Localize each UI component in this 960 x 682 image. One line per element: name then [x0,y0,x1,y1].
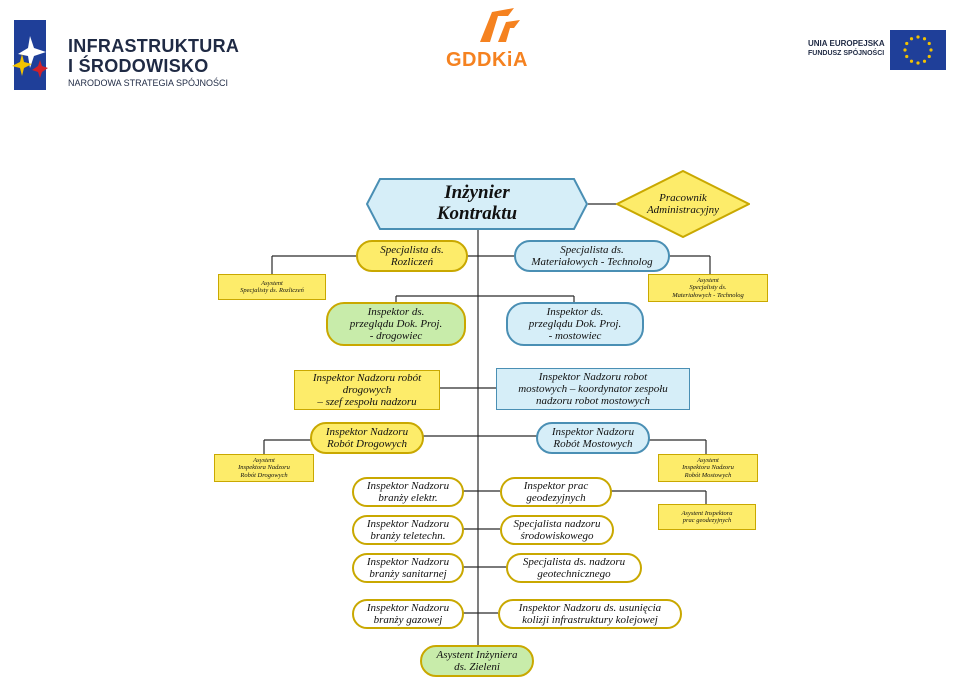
eu-flag-icon [890,30,946,70]
eu-star-icon [909,59,914,63]
stars-emblem-icon [12,20,48,90]
node-inspektor-przegladu-mostowiec: Inspektor ds.przeglądu Dok. Proj.- mosto… [506,302,644,346]
diamond-shape [616,170,750,238]
eu-star-icon [927,41,931,46]
eu-star-icon [922,59,927,63]
logo-right-line2: FUNDUSZ SPÓJNOŚCI [808,50,885,57]
infrastruktura-logo: INFRASTRUKTURA I ŚRODOWISKO NARODOWA STR… [10,14,250,94]
logo-left-line1: INFRASTRUKTURA [68,36,240,56]
eu-star-icon [927,54,931,59]
logo-left-line3: NARODOWA STRATEGIA SPÓJNOŚCI [68,78,229,88]
node-inspektor-przegladu-drogowiec: Inspektor ds.przeglądu Dok. Proj.- drogo… [326,302,466,346]
logo-right-line1: UNIA EUROPEJSKA [808,39,885,48]
hexagon-shape [366,178,588,230]
eu-star-icon [916,61,920,65]
eu-logo: UNIA EUROPEJSKA FUNDUSZ SPÓJNOŚCI [800,28,950,72]
gddkia-logo: GDDKiA [440,2,560,74]
eu-star-icon [909,37,914,41]
eu-star-icon [916,35,920,39]
logo-mid-text: GDDKiA [446,49,528,71]
logo-left-line2: I ŚRODOWISKO [68,56,209,76]
eu-star-icon [929,48,933,52]
eu-star-icon [903,48,907,52]
node-specjalista-rozliczen: Specjalista ds.Rozliczeń [356,240,468,272]
eu-star-icon [922,37,927,41]
eu-star-icon [905,41,909,46]
node-specjalista-materialowych: Specjalista ds.Materiałowych - Technolog [514,240,670,272]
road-emblem-icon [480,8,520,42]
eu-star-icon [905,54,909,59]
